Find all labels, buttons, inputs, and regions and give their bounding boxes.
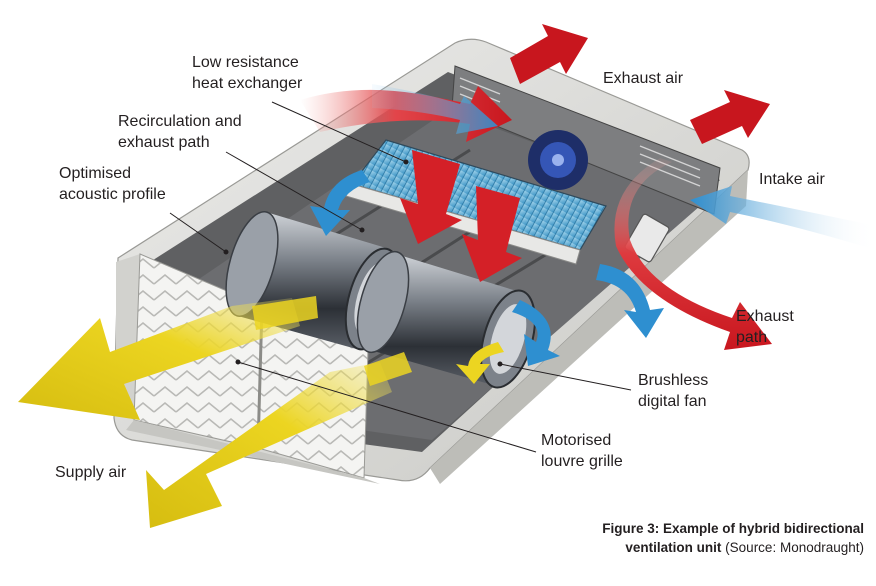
label-line: digital fan (638, 393, 707, 410)
leader-motorised (237, 361, 537, 453)
label-line: Brushless (638, 372, 709, 389)
label-line: acoustic profile (59, 186, 166, 203)
label-low-resistance-heat-exchanger: Low resistance heat exchanger (192, 52, 302, 94)
label-line: exhaust path (118, 134, 210, 151)
label-recirculation-exhaust-path: Recirculation and exhaust path (118, 111, 242, 153)
label-line: louvre grille (541, 453, 623, 470)
label-motorised-louvre-grille: Motorised louvre grille (541, 430, 623, 472)
label-line: Optimised (59, 165, 132, 182)
label-supply-air: Supply air (55, 464, 127, 481)
label-exhaust-air: Exhaust air (603, 70, 684, 87)
label-line: Recirculation and (118, 113, 242, 130)
label-exhaust-path: Exhaust path (736, 306, 794, 348)
caption-title-line1: Figure 3: Example of hybrid bidirectiona… (602, 521, 864, 536)
label-optimised-acoustic-profile: Optimised acoustic profile (59, 163, 166, 205)
label-line: Motorised (541, 432, 612, 449)
leader-recirculation (225, 151, 363, 231)
exhaust-air-arrows (300, 24, 772, 350)
leader-acoustic (169, 212, 227, 253)
caption-source: (Source: Monodraught) (725, 540, 864, 555)
label-brushless-digital-fan: Brushless digital fan (638, 370, 708, 412)
leader-lines (169, 101, 632, 453)
intake-air-arrows (310, 84, 876, 366)
leader-brushless (499, 363, 632, 391)
label-intake-air: Intake air (759, 171, 825, 188)
supply-air-arrows (18, 296, 412, 528)
label-line: heat exchanger (192, 75, 303, 92)
caption-title-line2: ventilation unit (625, 540, 722, 555)
label-line: path (736, 329, 768, 346)
figure-caption: Figure 3: Example of hybrid bidirectiona… (602, 519, 864, 557)
label-line: Exhaust (736, 308, 794, 325)
fan-recirculation-arrow (456, 342, 504, 384)
label-line: Low resistance (192, 54, 299, 71)
leader-low-resistance (271, 101, 407, 163)
